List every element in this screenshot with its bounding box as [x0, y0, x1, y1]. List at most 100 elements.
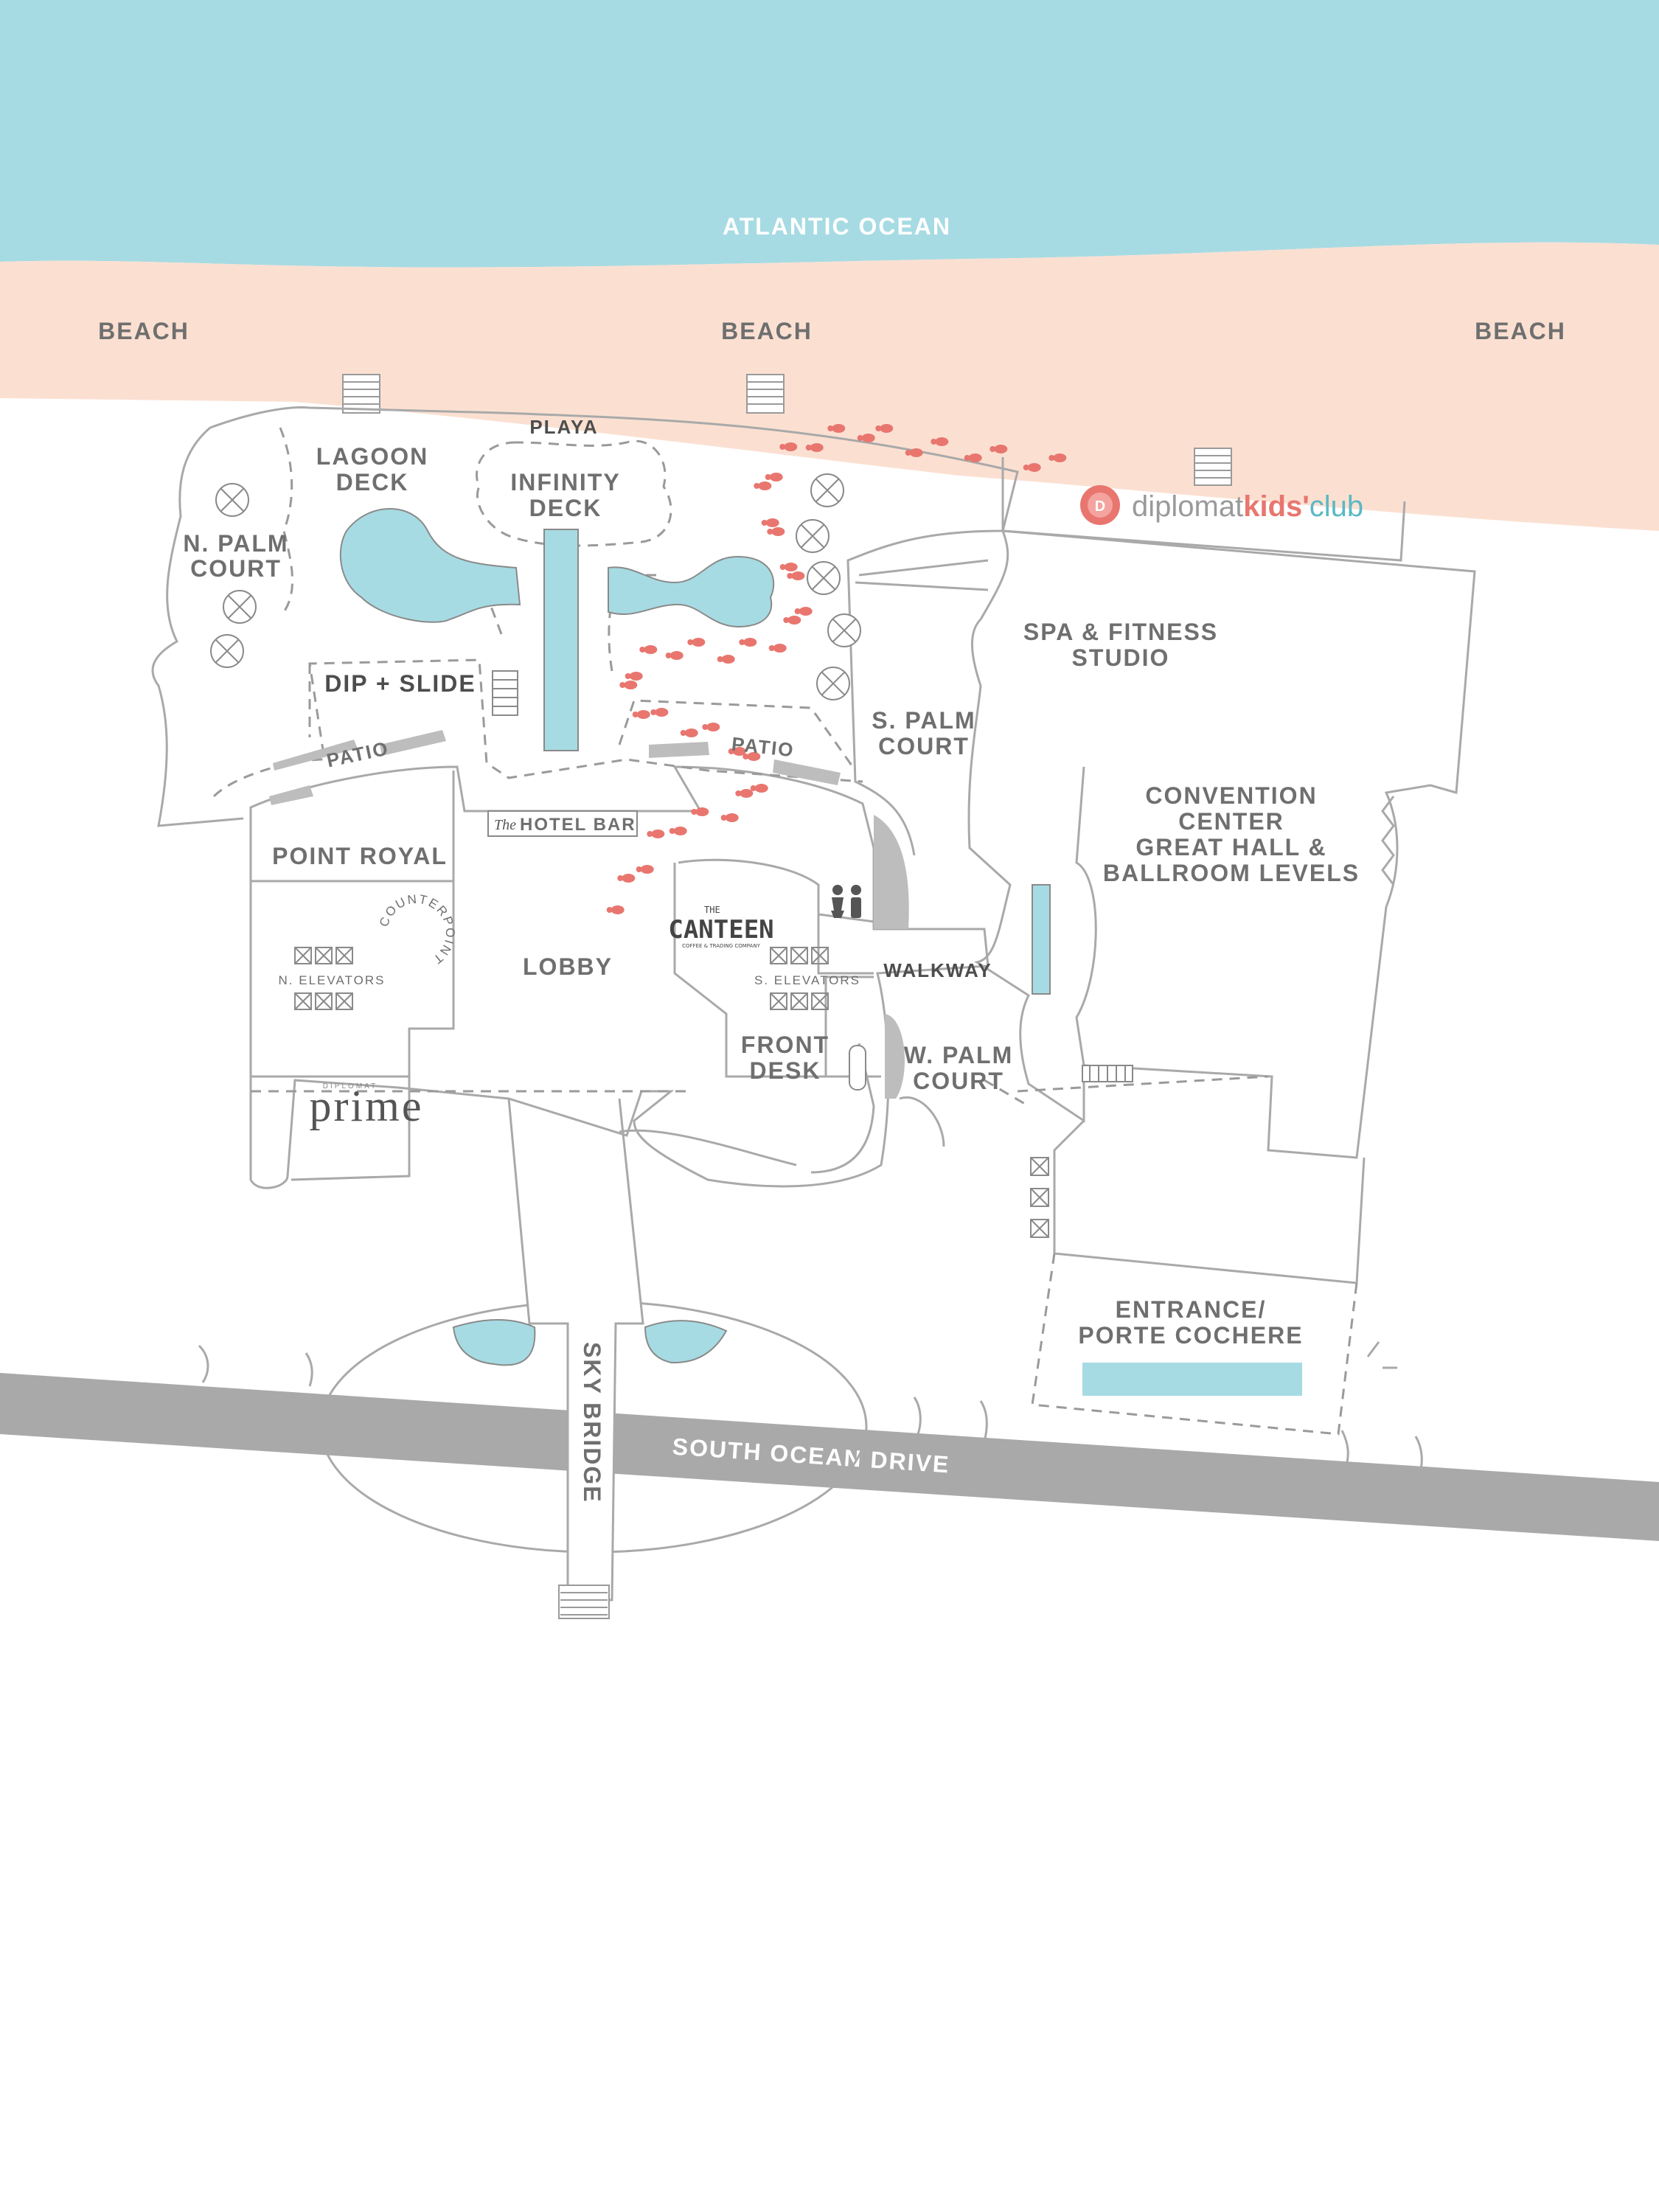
stairs-icon: [746, 374, 785, 414]
ocean-label: ATLANTIC OCEAN: [723, 213, 951, 240]
footprint-toe: [765, 474, 771, 480]
prime-small: DIPLOMAT: [323, 1082, 378, 1091]
footprint: [725, 813, 739, 822]
footprint-toe: [767, 529, 773, 535]
patio-right-bench-2: [773, 759, 841, 785]
footprint-toe: [783, 617, 790, 623]
footprint-toe: [931, 439, 937, 445]
tree-line: [198, 1341, 1423, 1475]
elevator-icon: [770, 947, 829, 1010]
footprint: [692, 638, 706, 647]
footprint: [743, 638, 757, 647]
svg-text:D: D: [1095, 498, 1105, 515]
kids-club-logo: D diplomatkids'club: [1080, 485, 1363, 525]
footprint-toe: [617, 875, 624, 881]
spa-label-1: SPA & FITNESS: [1023, 619, 1218, 645]
road: [0, 1373, 1659, 1541]
footprint-toe: [1023, 465, 1029, 470]
footprint-toe: [750, 785, 757, 791]
entrance-zone: [1031, 1253, 1358, 1436]
footprint-toe: [857, 435, 863, 441]
footprint: [695, 807, 709, 816]
footprint: [1027, 463, 1041, 472]
beach-label-right: BEACH: [1475, 318, 1566, 344]
footprint: [784, 442, 798, 451]
w-palm-court-label-1: W. PALM: [904, 1042, 1014, 1068]
convention-label-3: GREAT HALL &: [1135, 834, 1326, 860]
patio-left-label: PATIO: [324, 737, 391, 771]
footprint-toe: [754, 483, 760, 489]
footprint-toe: [647, 831, 653, 837]
footprint: [773, 644, 787, 653]
footprint-toe: [739, 639, 745, 645]
w-palm-court-label-2: COURT: [913, 1068, 1004, 1094]
s-elevators-label: S. ELEVATORS: [754, 973, 860, 987]
ocean: [0, 0, 1659, 268]
footprint: [629, 672, 643, 681]
convention-inner: [1075, 766, 1097, 1066]
spa-label-2: STUDIO: [1072, 644, 1170, 671]
stairs-icon: [342, 374, 380, 414]
footprint-toe: [650, 709, 657, 715]
footprint: [673, 827, 687, 835]
footprint: [721, 655, 735, 664]
footprint: [740, 789, 754, 798]
convention-label-1: CONVENTION: [1145, 782, 1317, 809]
footprint: [909, 448, 923, 457]
footprint: [861, 434, 875, 442]
convention-label-2: CENTER: [1178, 808, 1284, 835]
footprint-toe: [702, 724, 709, 730]
footprint-toe: [639, 647, 646, 653]
footprint: [651, 830, 665, 838]
spa-convention: [967, 529, 1476, 1159]
point-royal-label: POINT ROYAL: [272, 843, 448, 869]
counterpoint-logo: COUNTERPOINT: [371, 886, 464, 970]
dip-slide-label: DIP + SLIDE: [324, 670, 476, 697]
front-desk-label-2: DESK: [750, 1057, 821, 1084]
convention-label-4: BALLROOM LEVELS: [1103, 860, 1360, 886]
footprint-toe: [768, 645, 775, 651]
beach-label-left: BEACH: [98, 318, 189, 344]
kids-club-label: diplomatkids'club: [1132, 490, 1363, 523]
stairs-icon: [558, 1585, 610, 1619]
n-palm-court-label-1: N. PALM: [183, 530, 288, 557]
canteen-label: CANTEEN: [668, 915, 773, 945]
restroom-icon: [831, 885, 861, 918]
footprint-toe: [875, 425, 882, 431]
kids-club-badge-icon: D: [1080, 485, 1120, 525]
footprint-toe: [680, 730, 686, 736]
footprint: [771, 527, 785, 536]
palm-tree-icon: [210, 473, 861, 700]
footprint-toe: [636, 866, 642, 872]
sky-bridge-label: SKY BRIDGE: [579, 1342, 605, 1503]
entrance-pool: [1082, 1363, 1302, 1396]
footprint-toe: [761, 520, 768, 526]
beach: [0, 242, 1659, 531]
walkway-label: WALKWAY: [883, 959, 992, 981]
beach-label-center: BEACH: [721, 318, 813, 344]
footprints-path-icon: [606, 424, 1067, 914]
footprint-toe: [728, 748, 734, 754]
patio-left-bench-3: [269, 785, 313, 805]
prime-logo: DIPLOMAT prime: [310, 1082, 422, 1130]
footprint: [832, 424, 846, 433]
footprint-toe: [827, 425, 834, 431]
footprint-toe: [632, 712, 639, 717]
entrance-label-1: ENTRANCE/: [1116, 1296, 1267, 1323]
footprint-toe: [691, 809, 698, 815]
footprint: [684, 728, 698, 737]
footprint-toe: [735, 790, 742, 796]
walkway-pool: [1032, 884, 1051, 995]
footprint: [880, 424, 894, 433]
footprint-toe: [720, 815, 727, 821]
footprint-toe: [625, 673, 631, 679]
infinity-deck-dashed: [476, 439, 672, 547]
footprint: [655, 708, 669, 717]
playa-label: PLAYA: [529, 416, 598, 438]
entrance-label-2: PORTE COCHERE: [1078, 1322, 1303, 1349]
stairs-icon: [492, 670, 518, 716]
n-palm-court-label-2: COURT: [190, 555, 282, 582]
footprint: [1053, 453, 1067, 462]
footprint: [669, 651, 684, 660]
footprint-toe: [779, 564, 786, 570]
